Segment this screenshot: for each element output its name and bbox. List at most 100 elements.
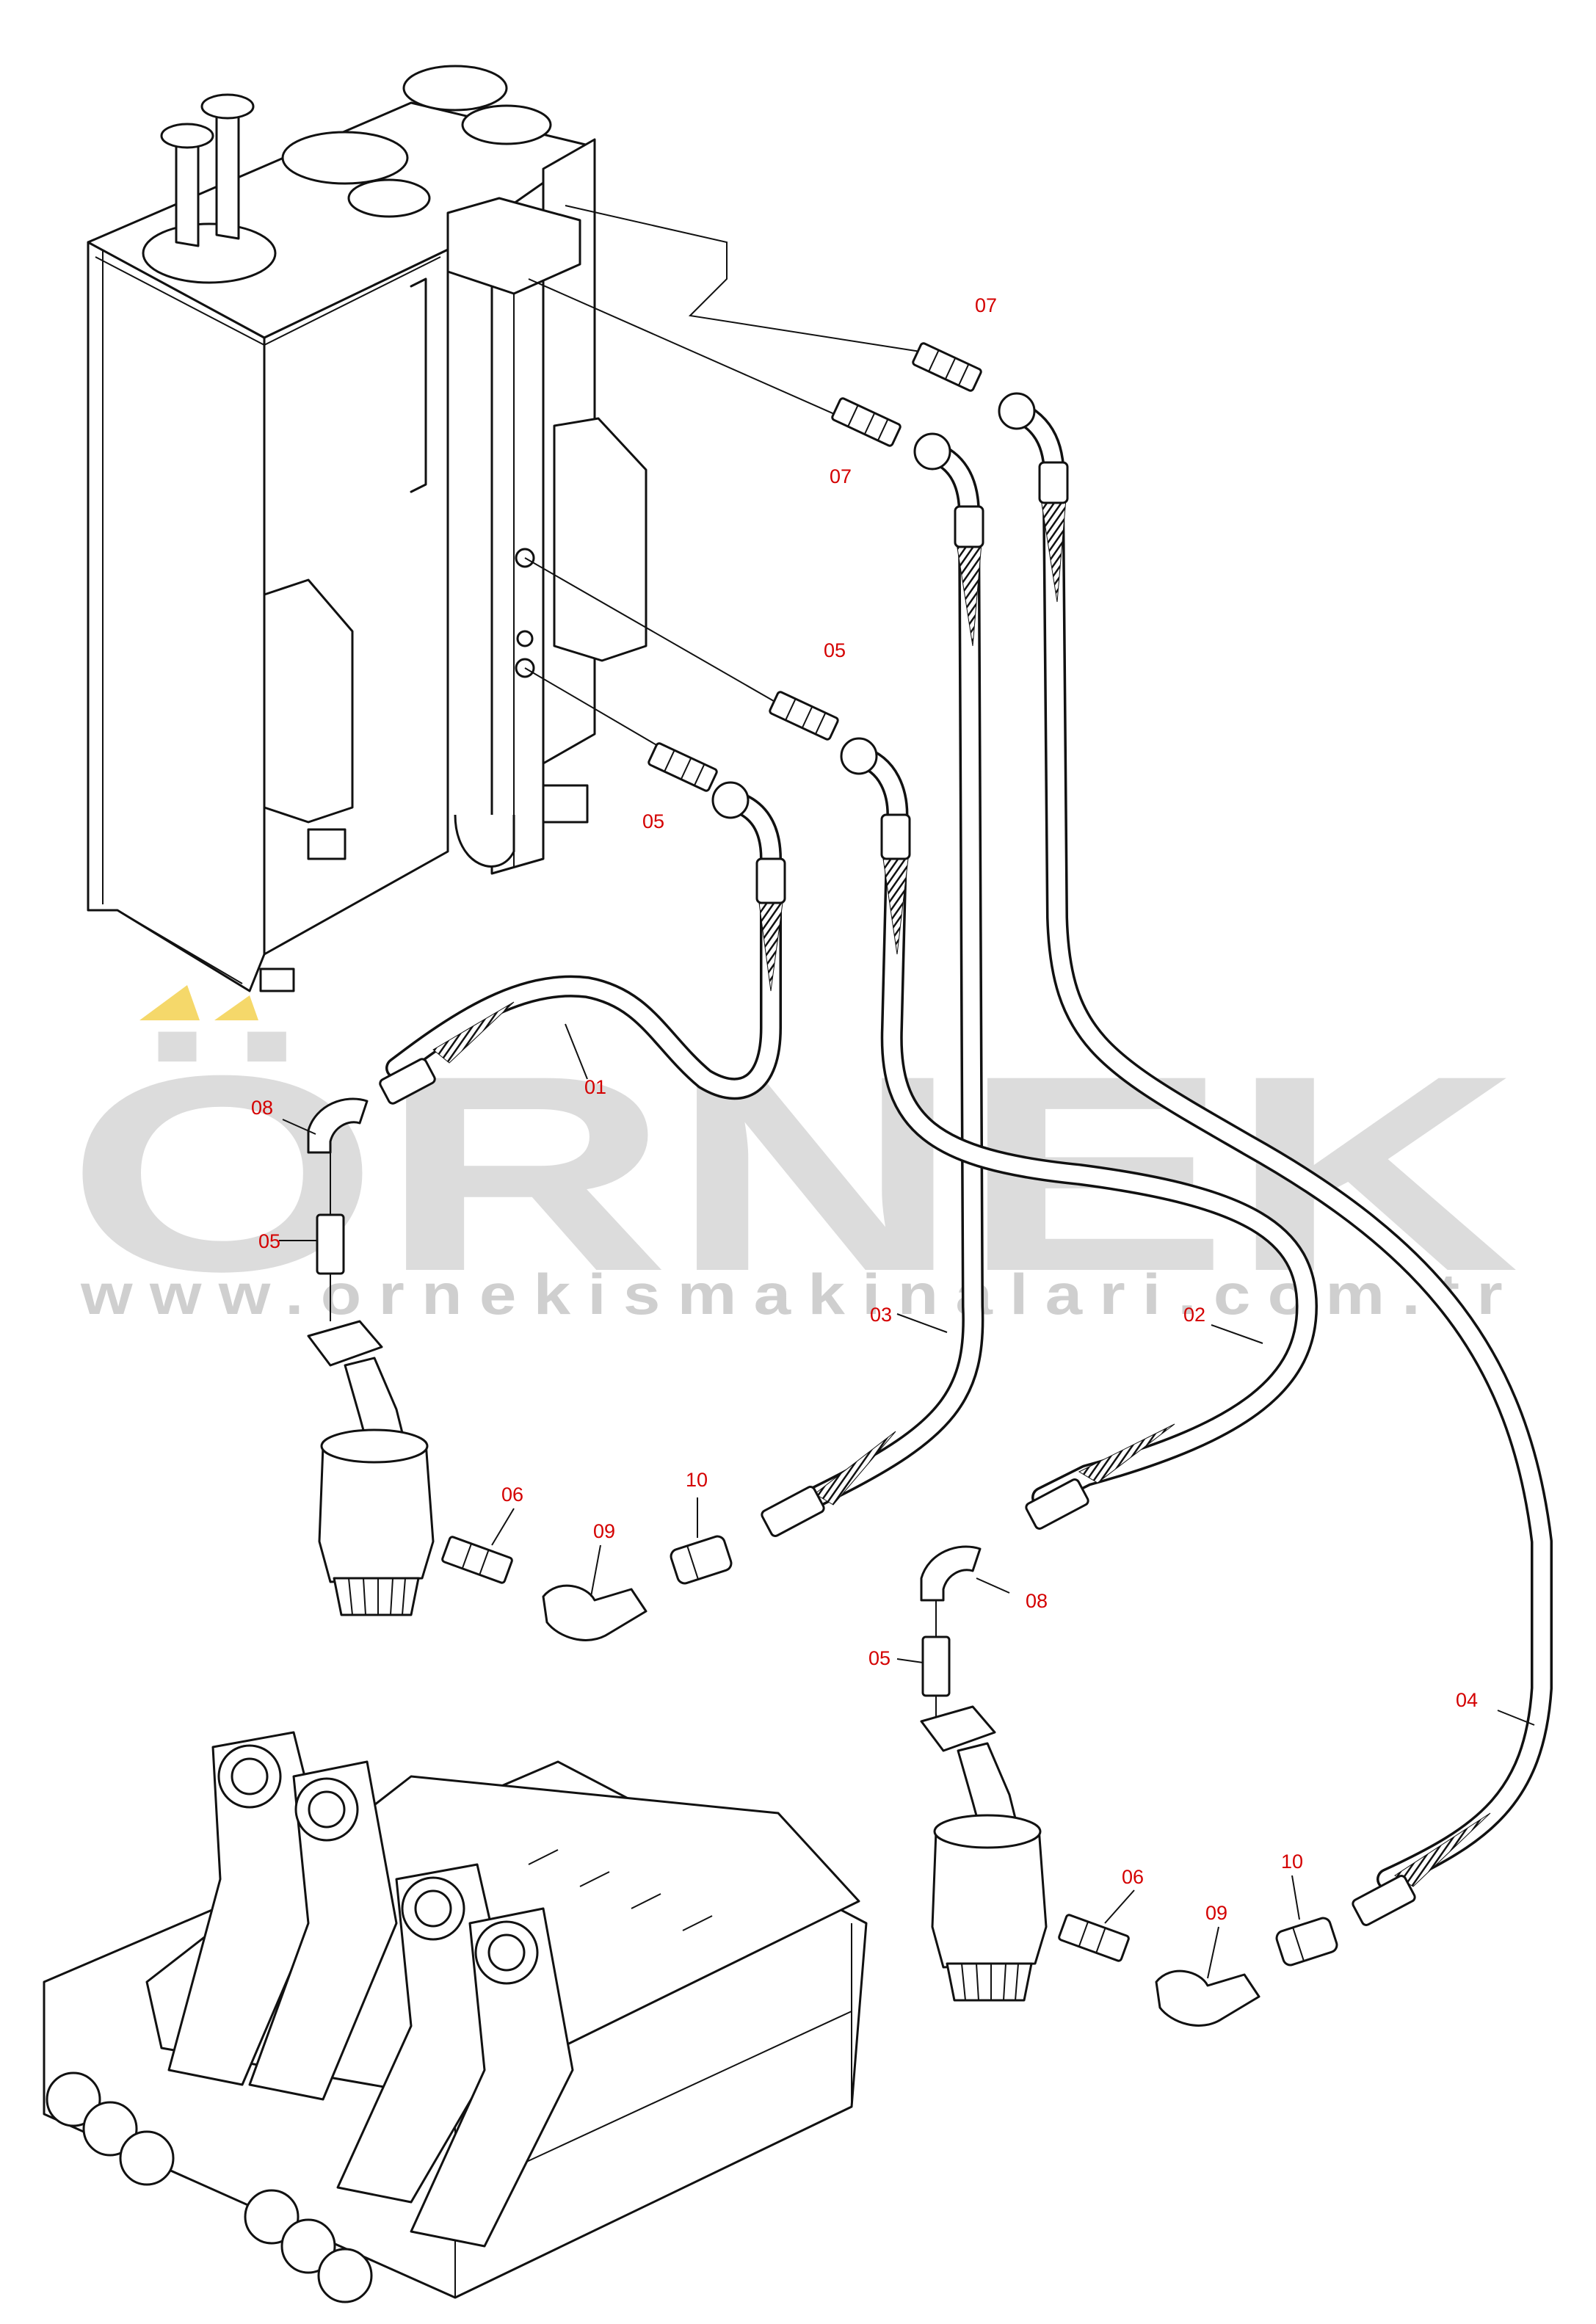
fitting-05-left bbox=[316, 1213, 345, 1275]
tank-column bbox=[490, 226, 545, 875]
motor-left-top bbox=[320, 1428, 429, 1464]
tank-cap-1 bbox=[142, 222, 277, 284]
fitting-06-left bbox=[441, 1536, 513, 1584]
frame-pin-2-inner bbox=[308, 1790, 346, 1829]
callout-labels: 07 07 05 05 01 08 05 03 02 06 09 10 08 0… bbox=[251, 294, 1478, 1924]
tank-port-3 bbox=[516, 630, 534, 647]
frame-pin-3-inner bbox=[414, 1889, 452, 1928]
hose-02-nut bbox=[840, 737, 878, 775]
tank-bracket-lower bbox=[263, 578, 354, 824]
motor-left-gear bbox=[333, 1577, 420, 1616]
centerline-07a bbox=[565, 205, 926, 353]
watermark-accent-mark bbox=[139, 985, 258, 1020]
frame-slots bbox=[528, 1849, 713, 1931]
callout-05-upper: 05 bbox=[824, 639, 846, 661]
hose-02-ferrule-bottom bbox=[1025, 1478, 1089, 1530]
hose-02-ferrule-top bbox=[880, 813, 911, 860]
motor-left-body bbox=[318, 1441, 435, 1583]
callout-08-left: 08 bbox=[251, 1097, 273, 1119]
centerline-05b bbox=[524, 667, 676, 757]
fitting-09-left bbox=[542, 1584, 648, 1641]
fitting-08-left bbox=[307, 1097, 369, 1154]
callout-05-left: 05 bbox=[258, 1230, 280, 1252]
fitting-07-upper bbox=[912, 342, 982, 392]
fitting-10-left bbox=[670, 1535, 733, 1585]
tank-breather-cap-2 bbox=[200, 93, 255, 120]
centerline-05a bbox=[524, 557, 794, 713]
callout-02: 02 bbox=[1183, 1304, 1205, 1326]
frame-foot-6 bbox=[317, 2248, 373, 2303]
tank-drain-elbow bbox=[454, 814, 515, 868]
fitting-06-right bbox=[1058, 1914, 1130, 1962]
tank-breather-2 bbox=[215, 109, 240, 240]
tank-cap-4 bbox=[402, 65, 508, 112]
tank-cap-2 bbox=[281, 131, 409, 185]
frame-pin-4-inner bbox=[487, 1933, 526, 1972]
motor-right-gear bbox=[946, 1962, 1033, 2002]
callout-04: 04 bbox=[1456, 1689, 1478, 1711]
callout-07-upper: 07 bbox=[975, 294, 997, 316]
hydraulic-motor-right bbox=[920, 1705, 1048, 2002]
callout-10-right: 10 bbox=[1281, 1851, 1303, 1873]
tank-foot-3 bbox=[542, 784, 589, 824]
fitting-08-right bbox=[920, 1545, 982, 1602]
motor-right-top bbox=[933, 1814, 1042, 1849]
tank-top-flange bbox=[95, 256, 441, 346]
frame-foot-2 bbox=[82, 2101, 138, 2157]
callout-10-left: 10 bbox=[686, 1469, 708, 1491]
tank-breather-cap-1 bbox=[160, 123, 214, 149]
hose-03-ferrule-top bbox=[954, 505, 984, 548]
hose-03-ferrule-bottom bbox=[761, 1486, 825, 1537]
fitting-05-lower bbox=[648, 742, 718, 792]
frame-foot-4 bbox=[244, 2189, 300, 2245]
boom-frame bbox=[43, 1731, 868, 2303]
hose-03-inner bbox=[777, 443, 982, 1521]
frame-arm-2 bbox=[248, 1760, 398, 2101]
hose-01-ferrule-top bbox=[755, 857, 786, 904]
hose-04-ferrule-top bbox=[1038, 461, 1069, 504]
hydraulic-motor-left bbox=[307, 1320, 435, 1616]
tank-cap-5 bbox=[461, 104, 552, 145]
tank-sight-tube bbox=[410, 277, 427, 493]
fitting-07-lower bbox=[831, 397, 902, 447]
frame-foot-5 bbox=[280, 2218, 336, 2274]
frame-arm-3 bbox=[336, 1863, 515, 2204]
hose-01-inner bbox=[388, 791, 780, 1097]
motor-right-teeth bbox=[961, 1963, 1019, 2001]
tank-breather-1 bbox=[175, 138, 200, 247]
tank-foot-2 bbox=[307, 828, 347, 860]
frame-pin-1-inner bbox=[231, 1757, 269, 1795]
hoses bbox=[379, 392, 1553, 1926]
hose-04-inner bbox=[1008, 402, 1550, 1888]
callout-06-left: 06 bbox=[501, 1484, 523, 1506]
centerline-07b bbox=[528, 278, 845, 419]
hose-03-nut bbox=[913, 432, 951, 471]
frame-foot-3 bbox=[119, 2130, 175, 2186]
leader-lines bbox=[279, 1023, 1535, 1979]
callout-07-lower: 07 bbox=[830, 465, 852, 487]
fitting-10-right bbox=[1275, 1917, 1338, 1967]
tank-bracket-upper bbox=[553, 417, 648, 662]
hose-02-braid-bottom bbox=[1078, 1423, 1175, 1484]
motor-left-teeth bbox=[348, 1577, 406, 1616]
callout-09-right: 09 bbox=[1205, 1902, 1227, 1924]
tank-left-panel bbox=[87, 241, 266, 992]
fitting-09-right bbox=[1155, 1969, 1261, 2027]
callout-08-right: 08 bbox=[1026, 1590, 1048, 1612]
hose-01-nut bbox=[711, 781, 750, 819]
motor-right-head bbox=[920, 1705, 996, 1752]
tank-left-flange bbox=[102, 250, 243, 984]
tank-cap-3 bbox=[347, 178, 431, 218]
fitting-05-upper bbox=[769, 691, 839, 741]
callout-06-right: 06 bbox=[1122, 1866, 1144, 1888]
callout-05-lower: 05 bbox=[642, 810, 664, 832]
frame-foot-1 bbox=[46, 2071, 101, 2127]
hose-01-braid-bottom bbox=[432, 1001, 515, 1064]
tank-valve-block bbox=[446, 197, 581, 295]
hose-04-nut bbox=[998, 392, 1036, 430]
hose-04-braid-bottom bbox=[1394, 1812, 1491, 1887]
motor-right-body bbox=[931, 1826, 1048, 1969]
tank-foot-1 bbox=[259, 967, 295, 992]
callout-09-left: 09 bbox=[593, 1520, 615, 1542]
